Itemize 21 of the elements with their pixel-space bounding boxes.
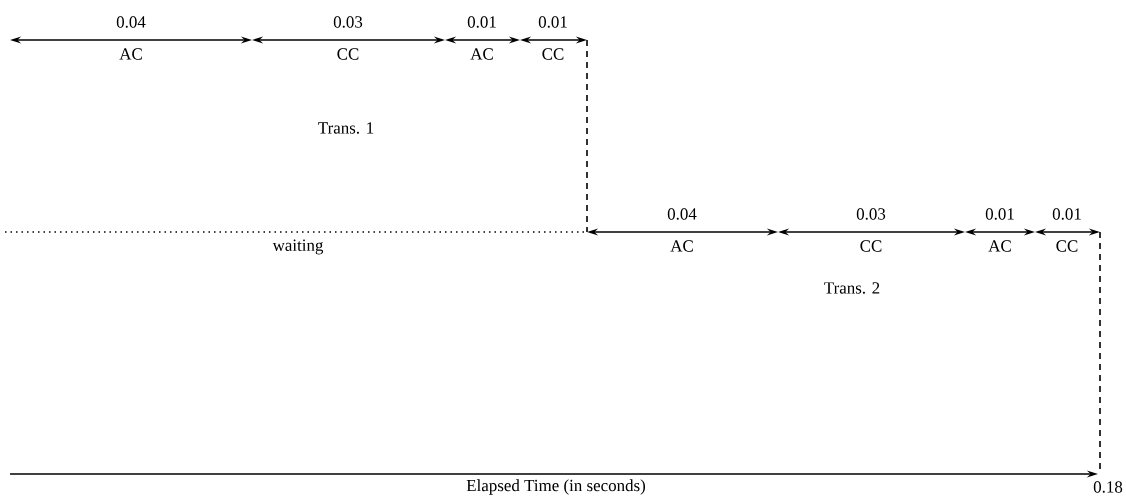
phase-label: CC <box>860 240 882 252</box>
duration-value: 0.01 <box>985 208 1014 220</box>
waiting-label: waiting <box>272 239 324 255</box>
phase-label: AC <box>470 48 493 60</box>
duration-value: 0.03 <box>333 16 363 28</box>
duration-value: 0.03 <box>856 208 886 220</box>
phase-label: CC <box>337 48 359 60</box>
duration-value: 0.04 <box>116 16 146 28</box>
duration-value: 0.01 <box>538 16 567 28</box>
axis-label: Elapsed Time (in seconds) <box>466 479 646 495</box>
phase-label: AC <box>988 240 1011 252</box>
axis-value: 0.18 <box>1093 481 1123 493</box>
duration-value: 0.01 <box>467 16 496 28</box>
duration-value: 0.04 <box>667 208 697 220</box>
phase-label: CC <box>542 48 564 60</box>
transaction-label: Trans. 2 <box>824 282 880 294</box>
duration-value: 0.01 <box>1052 208 1081 220</box>
phase-label: CC <box>1056 240 1078 252</box>
transaction-label: Trans. 1 <box>318 122 374 134</box>
phase-label: AC <box>670 240 693 252</box>
phase-label: AC <box>119 48 142 60</box>
